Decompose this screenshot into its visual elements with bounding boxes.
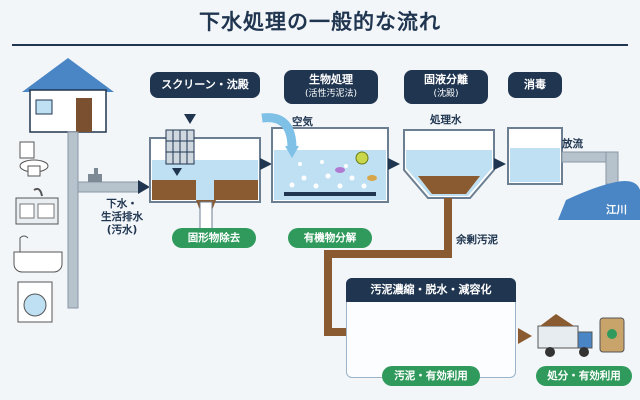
stage-bio-subtext: (活性汚泥法) <box>304 89 358 99</box>
bathtub-icon <box>13 235 63 273</box>
stage-disinfect-label: 消毒 <box>508 72 562 98</box>
air-label: 空気 <box>292 116 313 128</box>
air-bubbles <box>289 160 367 189</box>
stage-screen-label: スクリーン・沈殿 <box>150 72 260 98</box>
title-underline <box>12 44 628 46</box>
stage-bio-text: 生物処理 <box>309 73 353 86</box>
discharge-label: 放流 <box>562 138 583 150</box>
faucet-icon <box>88 168 102 182</box>
truck-icon <box>537 314 593 357</box>
stage-disinfect-text: 消毒 <box>524 78 546 91</box>
sewage-label: 下水・ 生活排水 (汚水) <box>100 198 144 237</box>
toilet-icon <box>19 141 49 177</box>
house-icon <box>22 58 114 133</box>
washing-machine-icon <box>17 281 53 323</box>
fertilizer-bag-icon <box>599 317 625 353</box>
river <box>558 181 640 220</box>
sewage-label-line3: (汚水) <box>106 224 138 236</box>
sludge-treatment-title: 汚泥濃縮・脱水・減容化 <box>346 278 516 302</box>
sink-icon <box>15 187 59 225</box>
clarifier-tank <box>403 129 495 199</box>
stage-separate-subtext: (沈殿) <box>433 89 459 99</box>
organic-decomposition-badge: 有機物分解 <box>288 228 372 248</box>
sewage-label-line2: 生活排水 <box>101 211 143 223</box>
microbe-icon <box>335 151 377 181</box>
stage-screen-text: スクリーン・沈殿 <box>161 78 249 91</box>
treated-water-label: 処理水 <box>430 114 462 126</box>
screen-grid-icon <box>165 129 195 165</box>
stage-separate-label: 固液分離 (沈殿) <box>404 70 488 104</box>
disinfection-tank <box>507 127 563 185</box>
stage-bio-label: 生物処理 (活性汚泥法) <box>284 70 378 104</box>
solids-removal-badge: 固形物除去 <box>172 228 256 248</box>
page-title: 下水処理の一般的な流れ <box>199 10 441 34</box>
river-label: 江川 <box>606 204 627 216</box>
excess-sludge-label: 余剰汚泥 <box>456 234 498 246</box>
disposal-reuse-badge: 処分・有効利用 <box>536 366 632 386</box>
stage-separate-text: 固液分離 <box>424 73 468 86</box>
sewage-label-line1: 下水・ <box>106 198 138 210</box>
sludge-reuse-badge: 汚泥・有効利用 <box>382 366 480 386</box>
